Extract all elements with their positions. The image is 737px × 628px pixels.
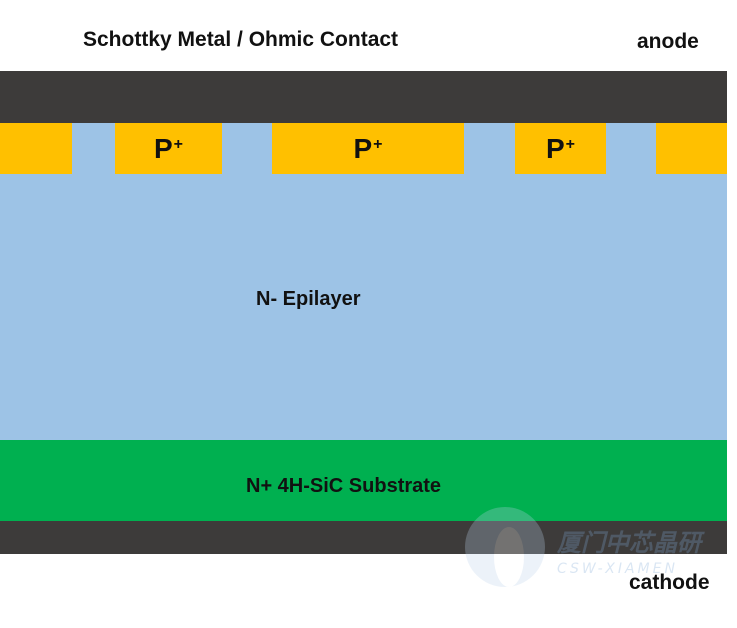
watermark-cn-text: 厦门中芯晶研 [556, 529, 705, 557]
p-region-superscript: + [373, 135, 383, 153]
p-plus-region-1: P+ [115, 123, 222, 174]
substrate-label: N+ 4H-SiC Substrate [246, 475, 442, 497]
n-epilayer [0, 123, 727, 440]
cathode-label: cathode [629, 571, 710, 594]
schottky-metal-ohmic-contact-label: Schottky Metal / Ohmic Contact [83, 28, 399, 51]
watermark-logo: 厦门中芯晶研 CSW-XIAMEN [462, 505, 712, 595]
watermark-emblem-icon: 厦门中芯晶研 CSW-XIAMEN [465, 507, 705, 587]
watermark-en-text: CSW-XIAMEN [557, 561, 678, 577]
anode-label: anode [637, 30, 699, 53]
n-plus-substrate [0, 440, 727, 521]
p-region-edge-left [0, 123, 72, 174]
p-region-label: P [545, 132, 565, 164]
p-plus-region-3: P+ [515, 123, 606, 174]
anode-metal-layer [0, 71, 727, 123]
p-region-label: P [153, 132, 173, 164]
n-epilayer-label: N- Epilayer [256, 288, 361, 310]
p-region-edge-right [656, 123, 727, 174]
p-plus-region-2: P+ [272, 123, 464, 174]
p-region-superscript: + [173, 135, 184, 153]
p-region-superscript: + [565, 135, 576, 153]
cathode-metal-layer [0, 521, 727, 554]
p-region-label: P [353, 132, 373, 164]
